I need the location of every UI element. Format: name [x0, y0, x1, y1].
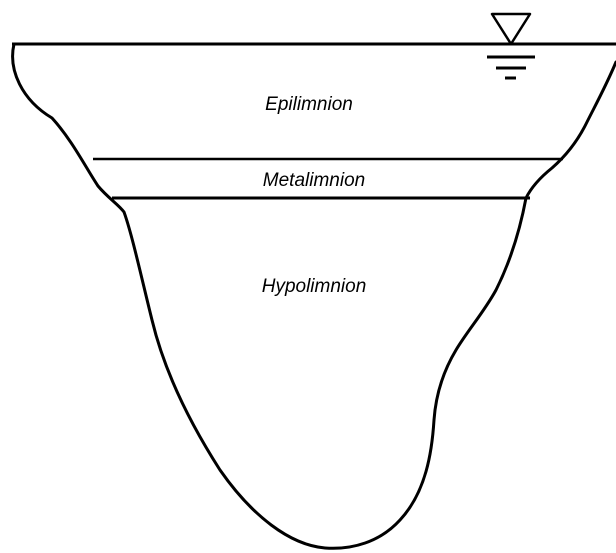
epilimnion-label: Epilimnion	[265, 94, 353, 115]
water-level-icon	[487, 14, 535, 78]
metalimnion-label: Metalimnion	[263, 170, 365, 191]
hypolimnion-label: Hypolimnion	[262, 276, 367, 297]
